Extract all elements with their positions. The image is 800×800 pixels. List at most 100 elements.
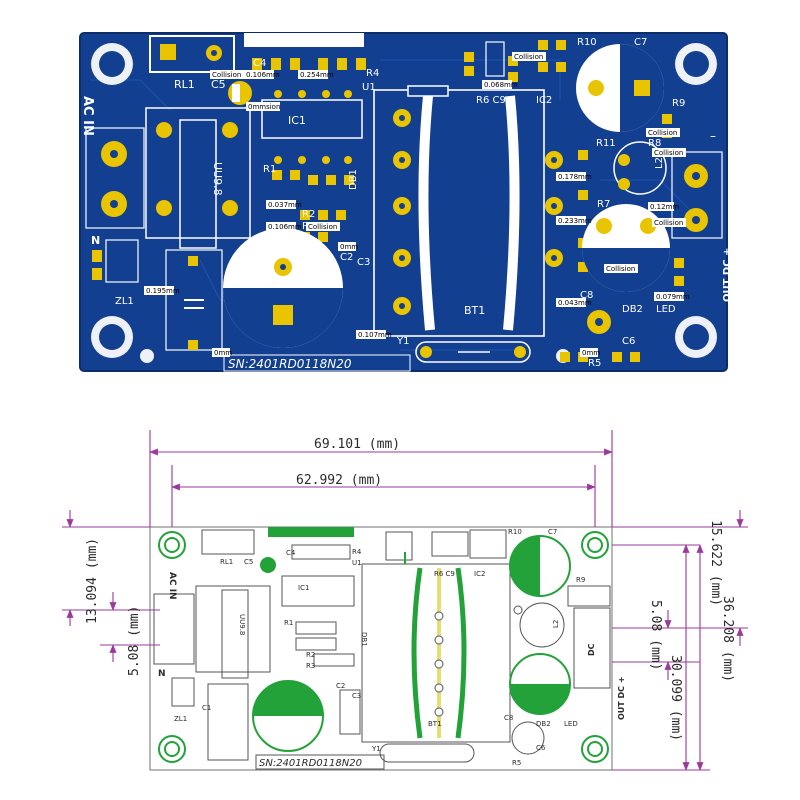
drawing-label-out-dc: OUT DC + <box>617 676 626 720</box>
drawing-label-zl1: ZL1 <box>174 715 187 723</box>
drc-tag: 0mm <box>580 348 600 357</box>
outline-mount-hole <box>158 531 609 763</box>
drawing-label-c4: C4 <box>286 549 296 557</box>
svg-text:Collision: Collision <box>308 223 337 231</box>
svg-text:0.12mm: 0.12mm <box>650 203 679 211</box>
pcb-mount-hole <box>91 43 717 363</box>
dim-hole-spacing-width: 62.992 (mm) <box>296 473 382 488</box>
drc-tag: Collision <box>652 218 686 227</box>
pcb-main-transformer <box>373 85 563 337</box>
drc-tag: 0.12mm <box>648 202 679 211</box>
drawing-label-rl1: RL1 <box>220 558 233 566</box>
drawing-label-r6c9: R6 C9 <box>434 570 455 578</box>
svg-text:Collision: Collision <box>514 53 543 61</box>
svg-text:0.068mm: 0.068mm <box>484 81 518 89</box>
pcb-ic1-outline <box>261 99 363 139</box>
outline-transformer <box>411 567 523 739</box>
pcb-label-r9: R9 <box>672 98 685 109</box>
pcb-label-led: LED <box>656 304 676 315</box>
drc-tag: Collision <box>652 148 686 157</box>
outline-capacitor <box>252 680 324 752</box>
svg-text:0.178mm: 0.178mm <box>558 173 592 181</box>
svg-text:0.106mm: 0.106mm <box>246 71 280 79</box>
svg-text:0.043mm: 0.043mm <box>558 299 592 307</box>
drc-tag: 0.195mm <box>144 286 180 295</box>
pcb-label-c8: C8 <box>580 290 593 301</box>
svg-text:0.254mm: 0.254mm <box>300 71 334 79</box>
svg-text:0.195mm: 0.195mm <box>146 287 180 295</box>
drc-tag: 0.037mm <box>266 200 302 209</box>
dim-right-top: 15.622 (mm) <box>708 520 723 606</box>
dimension-lines <box>62 430 748 771</box>
drc-tag: Collision <box>604 264 638 273</box>
pcb-label-db1: DB1 <box>348 169 359 190</box>
drawing-label-db2: DB2 <box>536 720 551 728</box>
drc-tag: 0mm <box>212 348 232 357</box>
drawing-label-c6: C6 <box>536 744 546 752</box>
pcb-label-rl1: RL1 <box>174 78 195 91</box>
drc-tag: 0.106mm <box>266 222 302 231</box>
drawing-label-c8: C8 <box>504 714 513 722</box>
dim-left-mid: 5.08 (mm) <box>127 606 142 676</box>
pcb-label-c4: C4 <box>253 58 266 69</box>
pcb-label-c7: C7 <box>634 37 647 48</box>
drawing-label-dc: DC <box>587 643 596 656</box>
drawing-label-u1: U1 <box>352 559 362 567</box>
drc-tag: 0mmsion <box>246 102 280 111</box>
svg-text:Collision: Collision <box>648 129 677 137</box>
svg-text:0.107mm: 0.107mm <box>358 331 392 339</box>
dim-overall-width: 69.101 (mm) <box>314 437 400 452</box>
drc-tag: 0.079mm <box>654 292 690 301</box>
drawing-label-uu98: UU9.8 <box>238 614 246 635</box>
pcb-electrolytic-capacitor <box>223 228 343 348</box>
drc-tag: 0.068mm <box>482 80 518 89</box>
drawing-label-r10: R10 <box>508 528 522 536</box>
svg-text:Collision: Collision <box>212 71 241 79</box>
outline-capacitor <box>509 653 571 715</box>
dim-right-span: 36.208 (mm) <box>720 596 735 682</box>
pcb-label-r5: R5 <box>588 358 601 369</box>
svg-text:0.079mm: 0.079mm <box>656 293 690 301</box>
drawing-label-db1: DB1 <box>360 632 368 647</box>
drawing-label-c3: C3 <box>352 692 361 700</box>
drawing-label-led: LED <box>564 720 578 728</box>
svg-text:0.233mm: 0.233mm <box>558 217 592 225</box>
pcb-label-l2: L2 <box>654 157 665 169</box>
pcb-label-u1: U1 <box>362 82 376 93</box>
drawing-label-ac-in: AC IN <box>167 572 177 600</box>
svg-text:0.106mm: 0.106mm <box>268 223 302 231</box>
pcb-label-c3: C3 <box>357 257 370 268</box>
drawing-label-ic1: IC1 <box>298 584 309 592</box>
pcb-label-n: N <box>91 234 100 247</box>
svg-text:Collision: Collision <box>606 265 635 273</box>
svg-text:0.037mm: 0.037mm <box>268 201 302 209</box>
pcb-label-c5: C5 <box>211 78 226 91</box>
svg-text:Collision: Collision <box>654 219 683 227</box>
drawing-label-l2: L2 <box>552 620 560 628</box>
pcb-label-c6: C6 <box>622 336 635 347</box>
pcb-label-ic2: IC2 <box>536 95 552 106</box>
pcb-label-r10: R10 <box>577 37 597 48</box>
drawing-label-r2: R2 <box>306 651 315 659</box>
svg-text:0mm: 0mm <box>214 349 232 357</box>
pcb-label-r11: R11 <box>596 138 616 149</box>
outline-capacitor <box>509 535 571 597</box>
pcb-label-ac-in: AC IN <box>80 96 95 136</box>
drawing-label-y1: Y1 <box>371 745 381 753</box>
drc-tag: 0.254mm <box>298 70 334 79</box>
pcb-label-ic1: IC1 <box>288 114 306 127</box>
drc-tag: Collision <box>646 128 680 137</box>
pcb-label-r7: R7 <box>597 199 610 210</box>
pcb-label-c2: C2 <box>340 252 353 263</box>
svg-text:0mmsion: 0mmsion <box>248 103 280 111</box>
pcb-serial-number: SN:2401RD0118N20 <box>228 357 352 371</box>
drc-tag: 0.107mm <box>356 330 392 339</box>
drawing-label-c7: C7 <box>548 528 557 536</box>
pcb-label-uu98: UU9.8 <box>211 162 224 196</box>
drawing-label-bt1: BT1 <box>428 720 442 728</box>
dim-left-top: 13.094 (mm) <box>85 538 100 624</box>
pcb-label-db2: DB2 <box>622 304 643 315</box>
svg-text:0mm: 0mm <box>340 243 358 251</box>
drawing-label-n: N <box>158 669 166 679</box>
pcb-label-r2: R2 <box>302 209 315 220</box>
